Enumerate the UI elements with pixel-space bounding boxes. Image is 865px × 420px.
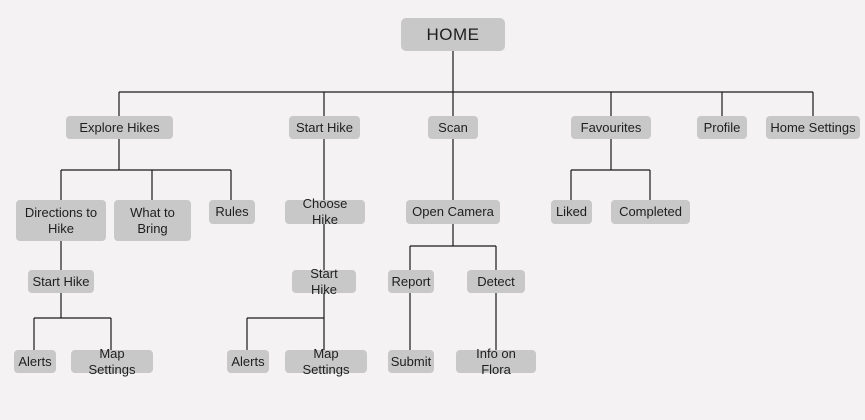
node-start-alerts: Alerts — [227, 350, 269, 373]
node-favourites: Favourites — [571, 116, 651, 139]
connector-favourites — [570, 138, 651, 200]
node-explore-hikes: Explore Hikes — [66, 116, 173, 139]
node-home-settings: Home Settings — [766, 116, 860, 139]
node-submit: Submit — [388, 350, 434, 373]
node-scan: Scan — [428, 116, 478, 139]
node-explore-map-settings: Map Settings — [71, 346, 153, 377]
node-detect: Detect — [467, 270, 525, 293]
node-choose-hike: Choose Hike — [285, 196, 365, 227]
node-explore-alerts: Alerts — [14, 350, 56, 373]
node-directions-to-hike: Directions to Hike — [16, 200, 106, 241]
node-start-hike: Start Hike — [289, 116, 360, 139]
node-start-map-settings: Map Settings — [285, 346, 367, 377]
connector-start-start — [246, 292, 325, 350]
node-profile: Profile — [697, 116, 747, 139]
connector-explore — [60, 138, 232, 200]
connector-explore-start — [33, 292, 112, 350]
node-completed: Completed — [611, 200, 690, 224]
node-open-camera: Open Camera — [406, 200, 500, 224]
node-info-on-flora: Info on Flora — [456, 346, 536, 377]
node-rules: Rules — [209, 200, 255, 224]
node-home: HOME — [401, 18, 505, 51]
node-explore-start-hike: Start Hike — [28, 270, 94, 293]
connector-camera — [409, 223, 497, 270]
node-start-start-hike: Start Hike — [292, 266, 356, 297]
connector-home — [118, 50, 814, 116]
node-what-to-bring: What to Bring — [114, 200, 191, 241]
node-liked: Liked — [551, 200, 592, 224]
node-report: Report — [388, 270, 434, 293]
